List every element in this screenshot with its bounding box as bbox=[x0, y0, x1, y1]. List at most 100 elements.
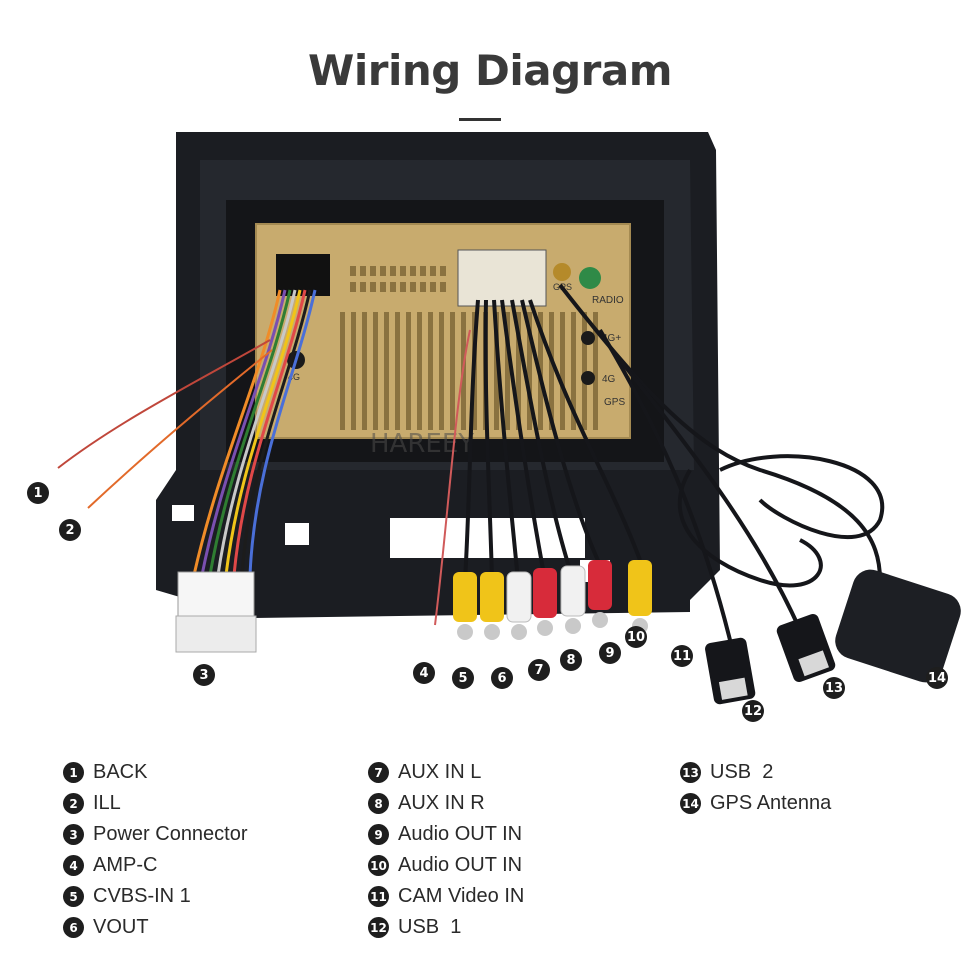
usb-and-gps-cables bbox=[558, 283, 885, 641]
callout-2: 2 bbox=[59, 519, 81, 541]
legend-number-badge: 14 bbox=[680, 793, 701, 814]
vent-slat bbox=[593, 312, 598, 430]
vent-slat bbox=[527, 312, 532, 430]
vent-hole bbox=[370, 282, 376, 292]
vent-hole bbox=[390, 282, 396, 292]
legend-label: USB 2 bbox=[710, 761, 774, 783]
vent-slat bbox=[505, 312, 510, 430]
vent-hole bbox=[410, 266, 416, 276]
callout-3: 3 bbox=[193, 664, 215, 686]
callout-14: 14 bbox=[926, 667, 948, 689]
legend-item: 12 USB 1 bbox=[368, 912, 524, 943]
legend-number-badge: 12 bbox=[368, 917, 389, 938]
vent-hole bbox=[400, 282, 406, 292]
legend-number-badge: 6 bbox=[63, 917, 84, 938]
legend-number-badge: 5 bbox=[63, 886, 84, 907]
4g-left-port-label: 4G bbox=[288, 372, 300, 382]
vent-slat bbox=[549, 312, 554, 430]
legend-item: 11 CAM Video IN bbox=[368, 881, 524, 912]
legend-label: Audio OUT IN bbox=[398, 854, 523, 876]
legend-number-badge: 11 bbox=[368, 886, 389, 907]
power-harness bbox=[57, 289, 317, 653]
legend-number-badge: 7 bbox=[368, 762, 389, 783]
vent-hole bbox=[380, 266, 386, 276]
vent-slat bbox=[571, 312, 576, 430]
vent-slat bbox=[516, 312, 521, 430]
legend-item: 8 AUX IN R bbox=[368, 788, 524, 819]
wiring-diagram-illustration: GPS RADIO 4G+ 4G 4G GPS HAREEY bbox=[57, 132, 961, 705]
hareey-watermark: HAREEY bbox=[370, 429, 474, 459]
legend-label: AUX IN R bbox=[398, 792, 485, 814]
legend-label: CAM Video IN bbox=[398, 885, 525, 907]
callout-9: 9 bbox=[599, 642, 621, 664]
legend-label: USB 1 bbox=[398, 916, 462, 938]
legend-column-3: 13 USB 2 14 GPS Antenna bbox=[680, 757, 831, 819]
vent-hole bbox=[360, 282, 366, 292]
rca-plugs bbox=[453, 560, 652, 640]
vent-slat bbox=[340, 312, 345, 430]
vent-slat bbox=[450, 312, 455, 430]
gps-antenna bbox=[835, 569, 961, 683]
callout-5: 5 bbox=[452, 667, 474, 689]
legend-label: AUX IN L bbox=[398, 761, 482, 783]
av-port bbox=[457, 249, 547, 307]
vent-hole bbox=[430, 282, 436, 292]
callout-4: 4 bbox=[413, 662, 435, 684]
vent-hole bbox=[420, 282, 426, 292]
vent-hole bbox=[410, 282, 416, 292]
vent-slat bbox=[494, 312, 499, 430]
callout-8: 8 bbox=[560, 649, 582, 671]
vent-hole bbox=[440, 282, 446, 292]
gps-bottom-port-label: GPS bbox=[604, 397, 625, 408]
vent-slat bbox=[417, 312, 422, 430]
title-underline bbox=[459, 118, 501, 121]
vent-hole bbox=[440, 266, 446, 276]
page-title: Wiring Diagram bbox=[308, 46, 672, 95]
vent-hole bbox=[430, 266, 436, 276]
legend-number-badge: 10 bbox=[368, 855, 389, 876]
legend-number-badge: 2 bbox=[63, 793, 84, 814]
legend-item: 13 USB 2 bbox=[680, 757, 831, 788]
legend-number-badge: 13 bbox=[680, 762, 701, 783]
usb-plugs bbox=[705, 613, 836, 705]
legend-label: Audio OUT IN bbox=[398, 823, 523, 845]
vent-hole bbox=[350, 282, 356, 292]
vent-hole bbox=[370, 266, 376, 276]
legend-number-badge: 1 bbox=[63, 762, 84, 783]
4g-plus-port-label: 4G+ bbox=[602, 333, 621, 344]
legend-label: GPS Antenna bbox=[710, 792, 832, 814]
legend-item: 2 ILL bbox=[63, 788, 248, 819]
legend-label: VOUT bbox=[93, 916, 149, 938]
legend-number-badge: 8 bbox=[368, 793, 389, 814]
vent-slat bbox=[582, 312, 587, 430]
callout-13: 13 bbox=[823, 677, 845, 699]
vent-hole bbox=[360, 266, 366, 276]
legend-item: 7 AUX IN L bbox=[368, 757, 524, 788]
head-unit-chassis: GPS RADIO 4G+ 4G 4G GPS HAREEY bbox=[255, 223, 631, 459]
vent-slat bbox=[428, 312, 433, 430]
radio-port bbox=[579, 267, 601, 289]
legend-number-badge: 3 bbox=[63, 824, 84, 845]
av-cable-bundle bbox=[434, 299, 642, 626]
vent-slat bbox=[373, 312, 378, 430]
legend-item: 10 Audio OUT IN bbox=[368, 850, 524, 881]
legend-item: 6 VOUT bbox=[63, 912, 248, 943]
vent-slat bbox=[439, 312, 444, 430]
callout-7: 7 bbox=[528, 659, 550, 681]
vent-slat bbox=[351, 312, 356, 430]
legend-number-badge: 4 bbox=[63, 855, 84, 876]
vent-hole bbox=[390, 266, 396, 276]
legend-label: ILL bbox=[93, 792, 121, 814]
vent-hole bbox=[380, 282, 386, 292]
vent-hole bbox=[400, 266, 406, 276]
vent-slat bbox=[362, 312, 367, 430]
legend-item: 14 GPS Antenna bbox=[680, 788, 831, 819]
vent-slat bbox=[384, 312, 389, 430]
callout-6: 6 bbox=[491, 667, 513, 689]
